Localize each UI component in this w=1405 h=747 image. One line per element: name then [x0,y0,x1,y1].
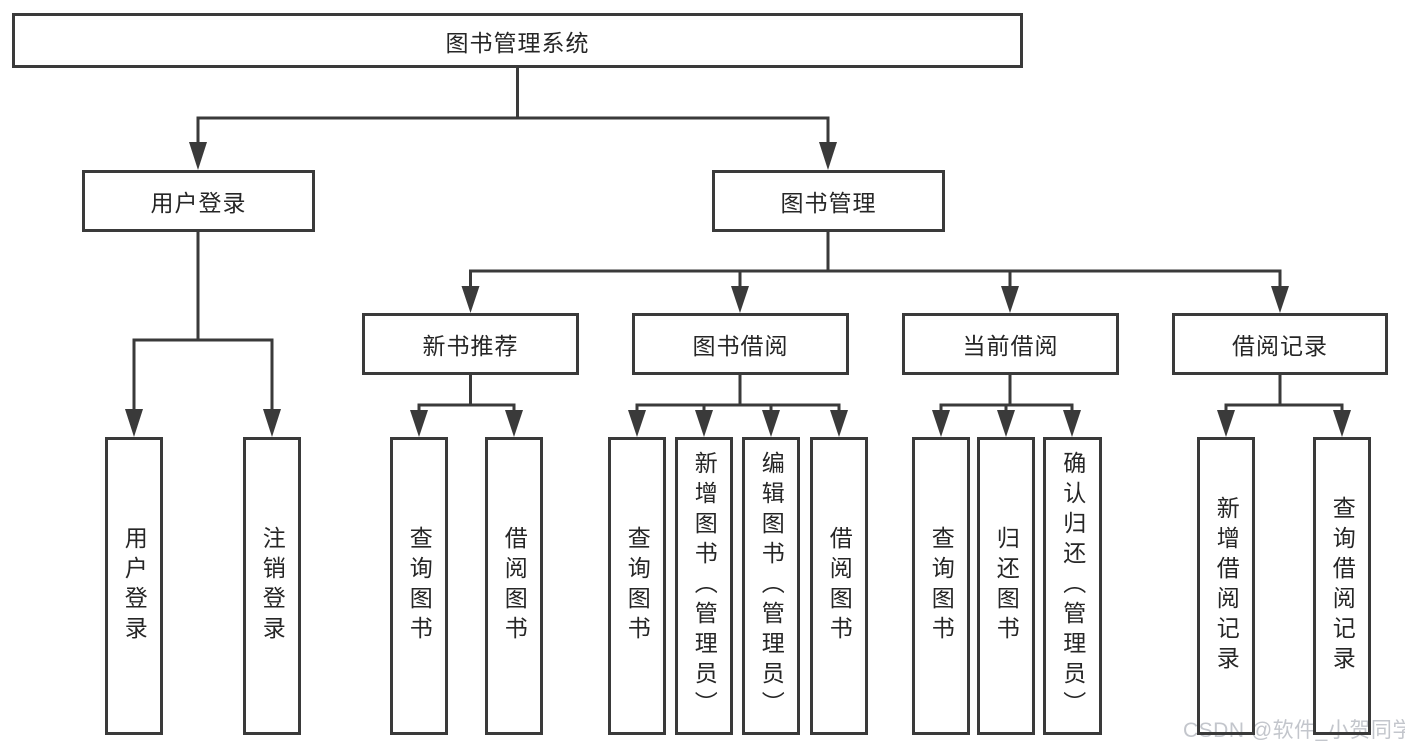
node-book-mgmt: 图书管理 [712,170,945,232]
arrowheads-user-login-children [125,409,281,437]
leaf-borrow-book-2: 借阅图书 [810,437,868,735]
leaf-query-record-label: 查询借阅记录 [1329,496,1356,676]
connector-borrow-record-children [1224,375,1344,412]
leaf-query-book-3: 查询图书 [912,437,970,735]
node-book-mgmt-label: 图书管理 [780,190,877,216]
node-new-book-rec-label: 新书推荐 [422,333,519,359]
leaf-confirm-return: 确认归还（管理员） [1043,437,1102,735]
leaf-return-book-label: 归还图书 [993,526,1020,646]
node-user-login: 用户登录 [82,170,315,232]
leaf-query-record: 查询借阅记录 [1313,437,1371,735]
node-book-borrow-label: 图书借阅 [692,333,789,359]
leaf-add-book-label: 新增图书（管理员） [691,451,718,721]
leaf-edit-book-label: 编辑图书（管理员） [758,451,785,721]
leaf-confirm-return-label: 确认归还（管理员） [1059,451,1086,721]
leaf-user-login: 用户登录 [105,437,163,735]
csdn-watermark: CSDN @软件_小贺同学 [1183,719,1405,742]
node-user-login-label: 用户登录 [150,190,247,216]
node-root-label: 图书管理系统 [445,29,590,56]
node-current-borrow: 当前借阅 [902,313,1119,375]
arrowheads-book-borrow-children [628,410,848,437]
arrowheads-level2 [189,142,837,170]
leaf-logout-label: 注销登录 [259,526,286,646]
connector-book-borrow-children [635,375,841,412]
leaf-query-book-1: 查询图书 [390,437,448,735]
leaf-user-login-label: 用户登录 [121,526,148,646]
leaf-borrow-book-1-label: 借阅图书 [501,526,528,646]
leaf-add-record-label: 新增借阅记录 [1213,496,1240,676]
connector-user-login-children [132,232,274,411]
node-borrow-record: 借阅记录 [1172,313,1388,375]
node-borrow-record-label: 借阅记录 [1232,333,1328,359]
arrowheads-current-borrow-children [932,410,1081,437]
node-book-borrow: 图书借阅 [632,313,849,375]
arrowheads-new-book-rec-children [410,410,523,437]
leaf-borrow-book-1: 借阅图书 [485,437,543,735]
node-new-book-rec: 新书推荐 [362,313,579,375]
leaf-logout: 注销登录 [243,437,301,735]
leaf-add-record: 新增借阅记录 [1197,437,1255,735]
leaf-return-book: 归还图书 [977,437,1035,735]
connector-root-to-level2 [196,66,830,144]
leaf-edit-book: 编辑图书（管理员） [742,437,800,735]
leaf-query-book-2: 查询图书 [608,437,666,735]
leaf-add-book: 新增图书（管理员） [675,437,733,735]
leaf-query-book-1-label: 查询图书 [406,526,433,646]
node-root-system: 图书管理系统 [12,13,1023,68]
arrowheads-book-mgmt-children [461,286,1289,313]
leaf-borrow-book-2-label: 借阅图书 [826,526,853,646]
node-current-borrow-label: 当前借阅 [962,333,1059,359]
connector-book-mgmt-children [469,232,1282,288]
arrowheads-borrow-record-children [1217,410,1351,437]
leaf-query-book-3-label: 查询图书 [928,526,955,646]
leaf-query-book-2-label: 查询图书 [624,526,651,646]
connector-current-borrow-children [939,375,1074,412]
connector-new-book-rec-children [417,375,516,412]
